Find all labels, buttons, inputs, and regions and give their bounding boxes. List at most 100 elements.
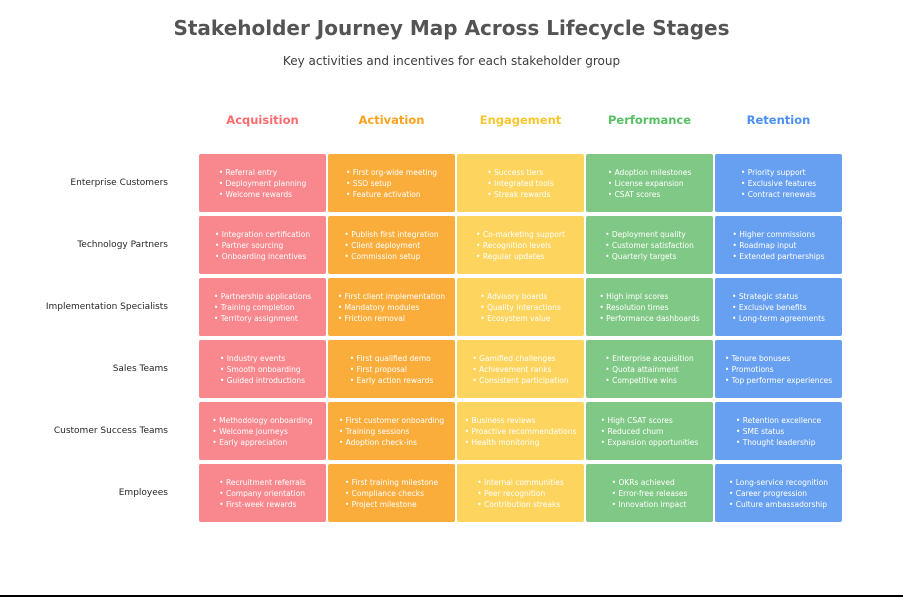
matrix-cell: First org-wide meetingSSO setupFeature a… (328, 154, 455, 212)
cell-item: Territory assignment (214, 313, 311, 324)
cell-item: SSO setup (346, 178, 437, 189)
cell-item: Consistent participation (472, 375, 569, 386)
cell-item: Contribution streaks (477, 499, 564, 510)
cell-item: Recognition levels (476, 240, 565, 251)
cell-item: Exclusive benefits (732, 302, 825, 313)
column-header-engagement: Engagement (479, 113, 562, 127)
cell-item: Compliance checks (345, 488, 438, 499)
cell-item: Innovation impact (612, 499, 688, 510)
matrix-cell: Tenure bonusesPromotionsTop performer ex… (715, 340, 842, 398)
matrix-cell: Partnership applicationsTraining complet… (199, 278, 326, 336)
matrix-cell: Publish first integrationClient deployme… (328, 216, 455, 274)
cell-item: Success tiers (487, 167, 554, 178)
cell-item: Welcome rewards (219, 189, 307, 200)
cell-item: Career progression (729, 488, 828, 499)
cell-item: Priority support (741, 167, 816, 178)
cell-item: Strategic status (732, 291, 825, 302)
cell-item: Long-service recognition (729, 477, 828, 488)
cell-item: High CSAT scores (601, 415, 699, 426)
cell-item-list: Higher commissionsRoadmap inputExtended … (732, 229, 824, 262)
cell-item: Tenure bonuses (725, 353, 832, 364)
cell-item: First proposal (350, 364, 434, 375)
cell-item-list: High impl scoresResolution timesPerforma… (599, 291, 700, 324)
cell-item: Internal communities (477, 477, 564, 488)
cell-item-list: First qualified demoFirst proposalEarly … (350, 353, 434, 386)
cell-item: Training sessions (339, 426, 444, 437)
matrix-cell: Advisory boardsQuality interactionsEcosy… (457, 278, 584, 336)
cell-item: Partner sourcing (215, 240, 310, 251)
cell-item-list: Retention excellenceSME statusThought le… (736, 415, 821, 448)
cell-item: Feature activation (346, 189, 437, 200)
cell-item: First client implementation (338, 291, 446, 302)
cell-item: Exclusive features (741, 178, 816, 189)
matrix-cell: Priority supportExclusive featuresContra… (715, 154, 842, 212)
cell-item: Mandatory modules (338, 302, 445, 313)
cell-item-list: Priority supportExclusive featuresContra… (741, 167, 816, 200)
cell-item: Smooth onboarding (220, 364, 305, 375)
matrix-cell: Integration certificationPartner sourcin… (199, 216, 326, 274)
cell-item: Methodology onboarding (212, 415, 313, 426)
cell-item: Quarterly targets (605, 251, 694, 262)
cell-item: Industry events (220, 353, 305, 364)
matrix-cell: Strategic statusExclusive benefitsLong-t… (715, 278, 842, 336)
cell-item-list: Industry eventsSmooth onboardingGuided i… (220, 353, 305, 386)
cell-item: Deployment quality (605, 229, 694, 240)
cell-item-list: First customer onboardingTraining sessio… (339, 415, 444, 448)
cell-item: Publish first integration (344, 229, 438, 240)
matrix-cell: Methodology onboardingWelcome journeysEa… (199, 402, 326, 460)
cell-item: Deployment planning (219, 178, 307, 189)
row-label: Implementation Specialists (45, 302, 168, 312)
cell-item: Integration certification (215, 229, 310, 240)
cell-item: Partnership applications (214, 291, 311, 302)
cell-item: Streak rewards (487, 189, 554, 200)
cell-item: Customer satisfaction (605, 240, 694, 251)
cell-item: Contract renewals (741, 189, 816, 200)
cell-item: Co-marketing support (476, 229, 565, 240)
cell-item: Commission setup (344, 251, 438, 262)
cell-item: Promotions (725, 364, 832, 375)
cell-item: Retention excellence (736, 415, 821, 426)
cell-item-list: High CSAT scoresReduced churnExpansion o… (601, 415, 699, 448)
cell-item: Peer recognition (477, 488, 564, 499)
chart-title: Stakeholder Journey Map Across Lifecycle… (173, 16, 730, 40)
cell-item-list: OKRs achievedError-free releasesInnovati… (612, 477, 688, 510)
cell-item: Business reviews (465, 415, 577, 426)
cell-item: Project milestone (345, 499, 438, 510)
matrix-cell: OKRs achievedError-free releasesInnovati… (586, 464, 713, 522)
cell-item: Resolution times (599, 302, 699, 313)
matrix-cell: Internal communitiesPeer recognitionCont… (457, 464, 584, 522)
matrix-cell: Adoption milestonesLicense expansionCSAT… (586, 154, 713, 212)
matrix-cell: Success tiersIntegrated toolsStreak rewa… (457, 154, 584, 212)
cell-item: Company orientation (219, 488, 306, 499)
cell-item-list: First training milestoneCompliance check… (345, 477, 439, 510)
cell-item-list: Publish first integrationClient deployme… (344, 229, 438, 262)
row-label: Customer Success Teams (53, 426, 168, 436)
cell-item-list: Partnership applicationsTraining complet… (214, 291, 311, 324)
cell-item: Gamified challenges (472, 353, 568, 364)
row-label: Sales Teams (112, 364, 168, 374)
cell-item: Onboarding incentives (215, 251, 310, 262)
cell-item: Welcome journeys (212, 426, 312, 437)
cell-item: Top performer experiences (725, 375, 833, 386)
row-label: Employees (118, 488, 168, 498)
matrix-cell: First client implementationMandatory mod… (328, 278, 455, 336)
cell-item: Enterprise acquisition (605, 353, 694, 364)
matrix-cell: Industry eventsSmooth onboardingGuided i… (199, 340, 326, 398)
cell-item: Early action rewards (350, 375, 434, 386)
matrix-cell: Recruitment referralsCompany orientation… (199, 464, 326, 522)
bottom-rule (0, 595, 903, 597)
cell-item: Guided introductions (220, 375, 305, 386)
matrix-cell: First qualified demoFirst proposalEarly … (328, 340, 455, 398)
cell-item: First qualified demo (350, 353, 434, 364)
cell-item: Proactive recommendations (465, 426, 576, 437)
matrix-cell: Higher commissionsRoadmap inputExtended … (715, 216, 842, 274)
cell-item-list: First client implementationMandatory mod… (338, 291, 446, 324)
cell-item: Referral entry (219, 167, 307, 178)
cell-item: Recruitment referrals (219, 477, 306, 488)
cell-item-list: Co-marketing supportRecognition levelsRe… (476, 229, 565, 262)
cell-item-list: Business reviewsProactive recommendation… (465, 415, 577, 448)
cell-item: License expansion (608, 178, 691, 189)
cell-item: Quota attainment (605, 364, 693, 375)
